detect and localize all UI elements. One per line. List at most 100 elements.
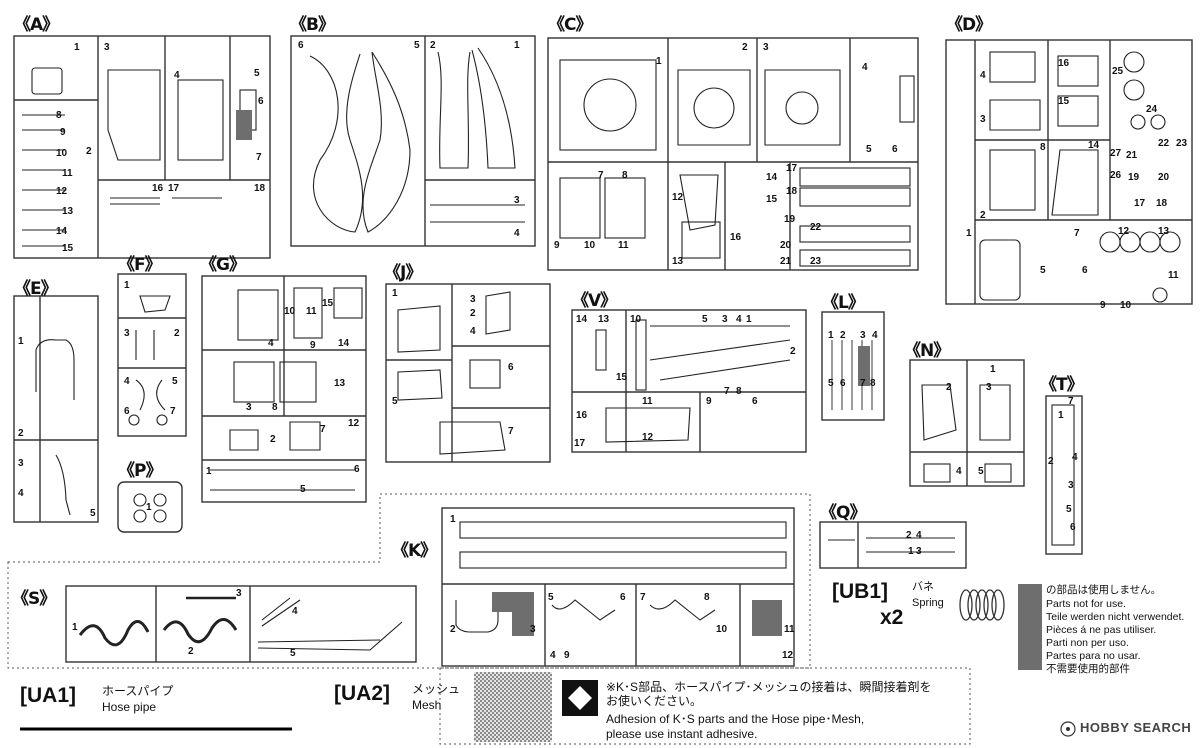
sprue-frame-k xyxy=(441,507,795,667)
part-number: 9 xyxy=(310,340,316,351)
part-number: 5 xyxy=(702,314,708,325)
part-number: 21 xyxy=(1126,150,1138,161)
part-number: 6 xyxy=(752,396,758,407)
part-number: 2 xyxy=(980,210,986,221)
part-number: 12 xyxy=(782,650,794,661)
part-number: 27 xyxy=(1110,148,1122,159)
part-number: 9 xyxy=(60,127,66,138)
sprue-frame-s xyxy=(65,585,417,663)
part-number: 16 xyxy=(730,232,742,243)
part-number: 13 xyxy=(62,206,74,217)
part-number: 7 xyxy=(170,406,176,417)
part-number: 9 xyxy=(554,240,560,251)
part-number: 8 xyxy=(56,110,62,121)
part-number: 16 xyxy=(1058,58,1070,69)
part-number: 4 xyxy=(980,70,986,81)
sprue-frame-t xyxy=(1045,395,1083,555)
part-number: 5 xyxy=(290,648,296,659)
sprue-frame-g xyxy=(201,275,367,503)
part-number: 6 xyxy=(892,144,898,155)
part-number: 8 xyxy=(622,170,628,181)
ub1-label-en: Spring xyxy=(912,597,944,609)
sprue-frame-p xyxy=(117,481,183,533)
part-number: 15 xyxy=(1058,96,1070,107)
part-number: 6 xyxy=(620,592,626,603)
part-number: 3 xyxy=(246,402,252,413)
part-number: 1 xyxy=(74,42,80,53)
part-number: 3 xyxy=(470,294,476,305)
part-number: 7 xyxy=(508,426,514,437)
sprue-label-d: 《D》 xyxy=(946,15,992,35)
part-number: 8 xyxy=(272,402,278,413)
part-number: 1 xyxy=(124,280,130,291)
part-number: 1 xyxy=(746,314,752,325)
sprue-label-c: 《C》 xyxy=(548,15,592,35)
part-number: 5 xyxy=(254,68,260,79)
part-number: 22 xyxy=(810,222,822,233)
part-number: 9 xyxy=(706,396,712,407)
notice-line: お使いください。 xyxy=(606,694,703,708)
part-number: 20 xyxy=(1158,172,1170,183)
part-number: 17 xyxy=(786,163,798,174)
ua2-code: [UA2] xyxy=(334,682,390,705)
sprue-label-p: 《P》 xyxy=(118,461,162,481)
part-number: 2 xyxy=(18,428,24,439)
part-number: 22 xyxy=(1158,138,1170,149)
part-number: 6 xyxy=(840,378,846,389)
part-number: 5 xyxy=(1040,265,1046,276)
part-number: 1 xyxy=(206,466,212,477)
part-number: 1 xyxy=(990,364,996,375)
part-number: 4 xyxy=(268,338,274,349)
part-number: 3 xyxy=(530,624,536,635)
part-number: 1 xyxy=(392,288,398,299)
sprue-label-t: 《T》 xyxy=(1040,375,1084,395)
part-number: 15 xyxy=(766,194,778,205)
part-number: 2 xyxy=(270,434,276,445)
part-number: 11 xyxy=(784,624,795,635)
part-number: 10 xyxy=(630,314,642,325)
legend-line: の部品は使用しません。 xyxy=(1046,584,1162,596)
ua1-code: [UA1] xyxy=(20,684,76,707)
part-number: 10 xyxy=(716,624,728,635)
ub1-code: [UB1] xyxy=(832,580,888,603)
part-number: 9 xyxy=(1100,300,1106,311)
part-number: 18 xyxy=(254,183,266,194)
part-number: 2 xyxy=(1048,456,1054,467)
part-number: 7 xyxy=(256,152,262,163)
sprue-label-f: 《F》 xyxy=(118,255,162,275)
part-number: 17 xyxy=(574,438,586,449)
part-number: 8 xyxy=(736,386,742,397)
part-number: 4 xyxy=(862,62,868,73)
sprue-frame-b xyxy=(290,35,536,247)
hobby-search-logo xyxy=(1060,721,1076,737)
sprue-label-g: 《G》 xyxy=(200,255,246,275)
part-number: 6 xyxy=(298,40,304,51)
watermark-text: HOBBY SEARCH xyxy=(1080,720,1192,735)
legend-line: 不需要使用的部件 xyxy=(1046,663,1130,675)
part-number: 7 xyxy=(598,170,604,181)
part-number: 21 xyxy=(780,256,792,267)
part-number: 4 xyxy=(174,70,180,81)
sprue-label-v: 《V》 xyxy=(572,291,617,311)
part-number: 3 xyxy=(986,382,992,393)
ua2-label-jp: メッシュ xyxy=(412,682,461,696)
part-number: 13 xyxy=(334,378,346,389)
part-number: 2 xyxy=(470,308,476,319)
part-number: 2 xyxy=(946,382,952,393)
part-number: 3 xyxy=(763,42,769,53)
part-number: 19 xyxy=(1128,172,1140,183)
notice-region-border xyxy=(439,667,971,745)
part-number: 3 xyxy=(916,546,922,557)
part-number: 6 xyxy=(1070,522,1076,533)
part-number: 14 xyxy=(576,314,588,325)
ua2-mesh-swatch xyxy=(474,672,552,742)
part-number: 26 xyxy=(1110,170,1122,181)
part-number: 16 xyxy=(576,410,588,421)
part-number: 4 xyxy=(872,330,878,341)
part-number: 1 xyxy=(450,514,456,525)
part-number: 3 xyxy=(980,114,986,125)
part-number: 4 xyxy=(956,466,962,477)
part-number: 1 xyxy=(18,336,24,347)
part-number: 4 xyxy=(916,530,922,541)
